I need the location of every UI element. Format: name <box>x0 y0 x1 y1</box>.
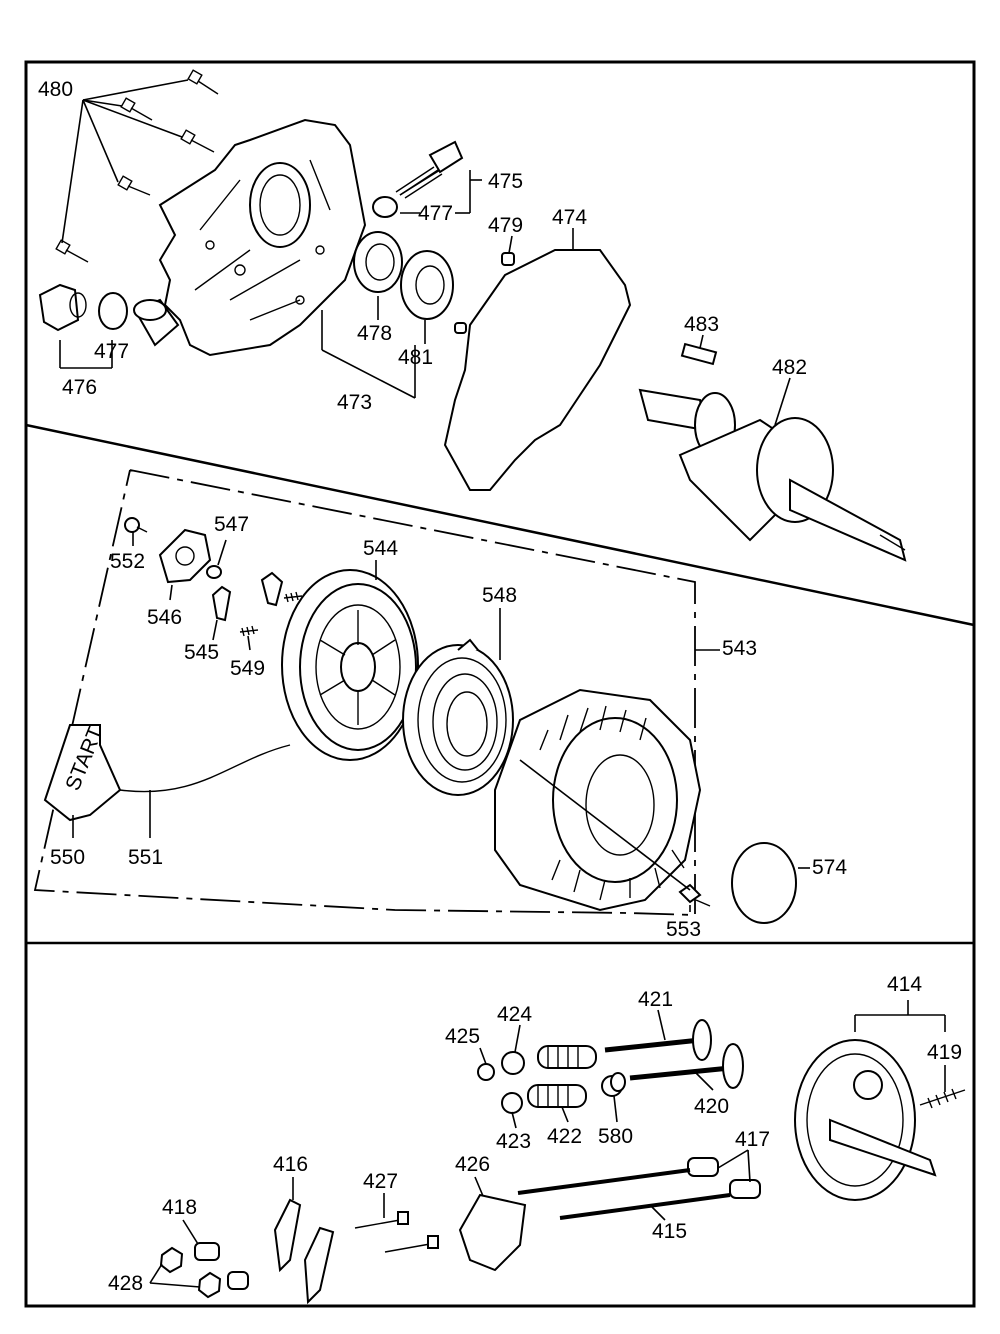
ratchet-plate-546 <box>158 528 212 584</box>
label-544: 544 <box>363 537 398 560</box>
label-416: 416 <box>273 1153 308 1176</box>
camshaft-414 <box>794 1039 937 1201</box>
label-423: 423 <box>496 1130 531 1153</box>
label-422: 422 <box>547 1125 582 1148</box>
bearing-481 <box>400 250 454 320</box>
starter-case <box>494 688 702 912</box>
pivots-418 <box>194 1242 249 1290</box>
label-482: 482 <box>772 356 807 379</box>
spring-549 <box>239 625 259 637</box>
tappets-417 <box>687 1157 761 1199</box>
gasket-474 <box>443 249 632 491</box>
key-483 <box>680 342 718 366</box>
starter-assembly-outline <box>33 469 696 916</box>
rope-551 <box>119 744 291 793</box>
filler-neck <box>133 298 180 347</box>
label-483: 483 <box>684 313 719 336</box>
label-418: 418 <box>162 1196 197 1219</box>
label-477-right: 477 <box>418 202 453 225</box>
o-ring-477-right <box>372 196 398 218</box>
label-473: 473 <box>337 391 372 414</box>
o-ring-477-left <box>98 292 128 330</box>
valve-421 <box>604 1019 712 1061</box>
pin-479 <box>501 252 515 266</box>
label-417: 417 <box>735 1128 770 1151</box>
label-480: 480 <box>38 78 73 101</box>
ring-547 <box>206 565 222 579</box>
label-427: 427 <box>363 1170 398 1193</box>
label-475: 475 <box>488 170 523 193</box>
label-428: 428 <box>108 1272 143 1295</box>
label-478: 478 <box>357 322 392 345</box>
label-424: 424 <box>497 1003 532 1026</box>
seal-580 <box>601 1072 626 1097</box>
label-549: 549 <box>230 657 265 680</box>
label-547: 547 <box>214 513 249 536</box>
label-553: 553 <box>666 918 701 941</box>
spring-419 <box>919 1088 966 1109</box>
retainer-424 <box>501 1051 525 1075</box>
label-574: 574 <box>812 856 847 879</box>
label-425: 425 <box>445 1025 480 1048</box>
guide-plate-426 <box>458 1193 527 1272</box>
label-545: 545 <box>184 641 219 664</box>
spring-548 <box>402 638 514 796</box>
label-543: 543 <box>722 637 757 660</box>
leaders-section-2 <box>72 532 810 912</box>
label-552: 552 <box>110 550 145 573</box>
push-rods-415 <box>517 1168 731 1220</box>
label-477-left: 477 <box>94 340 129 363</box>
label-414: 414 <box>887 973 922 996</box>
label-548: 548 <box>482 584 517 607</box>
label-479: 479 <box>488 214 523 237</box>
cap-425 <box>477 1063 495 1081</box>
label-546: 546 <box>147 606 182 629</box>
valve-420 <box>629 1043 744 1089</box>
label-474: 474 <box>552 206 587 229</box>
ratchet-upper <box>260 571 303 607</box>
label-551: 551 <box>128 846 163 869</box>
crankcase-cover <box>158 118 367 357</box>
leaders-section-1 <box>59 79 791 426</box>
label-415: 415 <box>652 1220 687 1243</box>
retainer-423 <box>501 1092 523 1114</box>
o-ring-574 <box>731 842 797 924</box>
rocker-arms-416 <box>273 1198 335 1305</box>
crankshaft-482 <box>638 388 907 562</box>
leaders-section-3 <box>149 1000 946 1288</box>
part-labels: 480 475 477 474 479 477 476 478 481 473 … <box>38 78 962 1295</box>
oil-filler-cap <box>38 283 87 332</box>
diagram-frame <box>24 60 976 1308</box>
studs-427 <box>354 1211 439 1253</box>
handle-550: START <box>43 723 122 822</box>
label-481: 481 <box>398 346 433 369</box>
pin-lower <box>454 322 467 334</box>
section-divider-upper <box>25 423 975 627</box>
label-420: 420 <box>694 1095 729 1118</box>
bearing-478 <box>353 231 403 293</box>
dipstick-plug <box>395 140 464 199</box>
bolt-480-group <box>55 69 219 263</box>
label-550: 550 <box>50 846 85 869</box>
bolt-552 <box>124 517 148 533</box>
pulley-544 <box>281 569 419 761</box>
label-419: 419 <box>927 1041 962 1064</box>
label-580: 580 <box>598 1125 633 1148</box>
label-421: 421 <box>638 988 673 1011</box>
springs-422 <box>527 1045 597 1108</box>
ratchet-545 <box>211 585 232 622</box>
label-426: 426 <box>455 1153 490 1176</box>
label-476: 476 <box>62 376 97 399</box>
